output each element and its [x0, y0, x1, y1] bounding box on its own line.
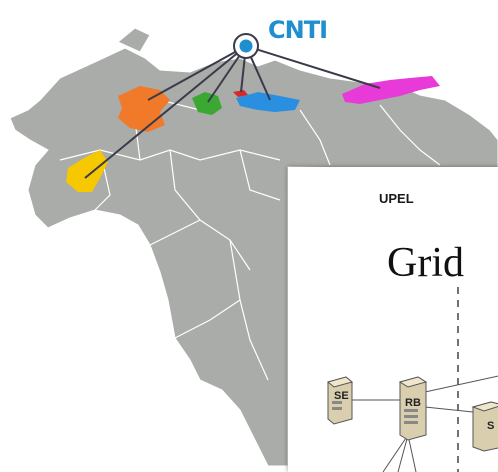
upel-header: UPEL [379, 191, 414, 206]
connection-lines [84, 45, 381, 179]
se-server-icon: SE [326, 376, 354, 425]
s-server-icon: S [471, 401, 498, 452]
s-label: S [487, 420, 494, 432]
region-orange [118, 86, 170, 132]
map-peninsula [117, 27, 151, 53]
region-green [192, 92, 222, 115]
se-label: SE [334, 390, 349, 402]
document-panel: UPEL Grid SE RB [288, 167, 498, 472]
grid-diagram: SE RB S [326, 287, 498, 472]
region-yellow [66, 150, 108, 192]
rb-server-icon: RB [398, 376, 428, 441]
region-blue [236, 92, 300, 112]
grid-title: Grid [387, 240, 464, 286]
rb-label: RB [405, 397, 421, 409]
map-landmass [9, 47, 498, 466]
region-red [233, 90, 248, 97]
region-magenta [342, 76, 440, 104]
cnti-logo: CNTI [268, 16, 328, 44]
